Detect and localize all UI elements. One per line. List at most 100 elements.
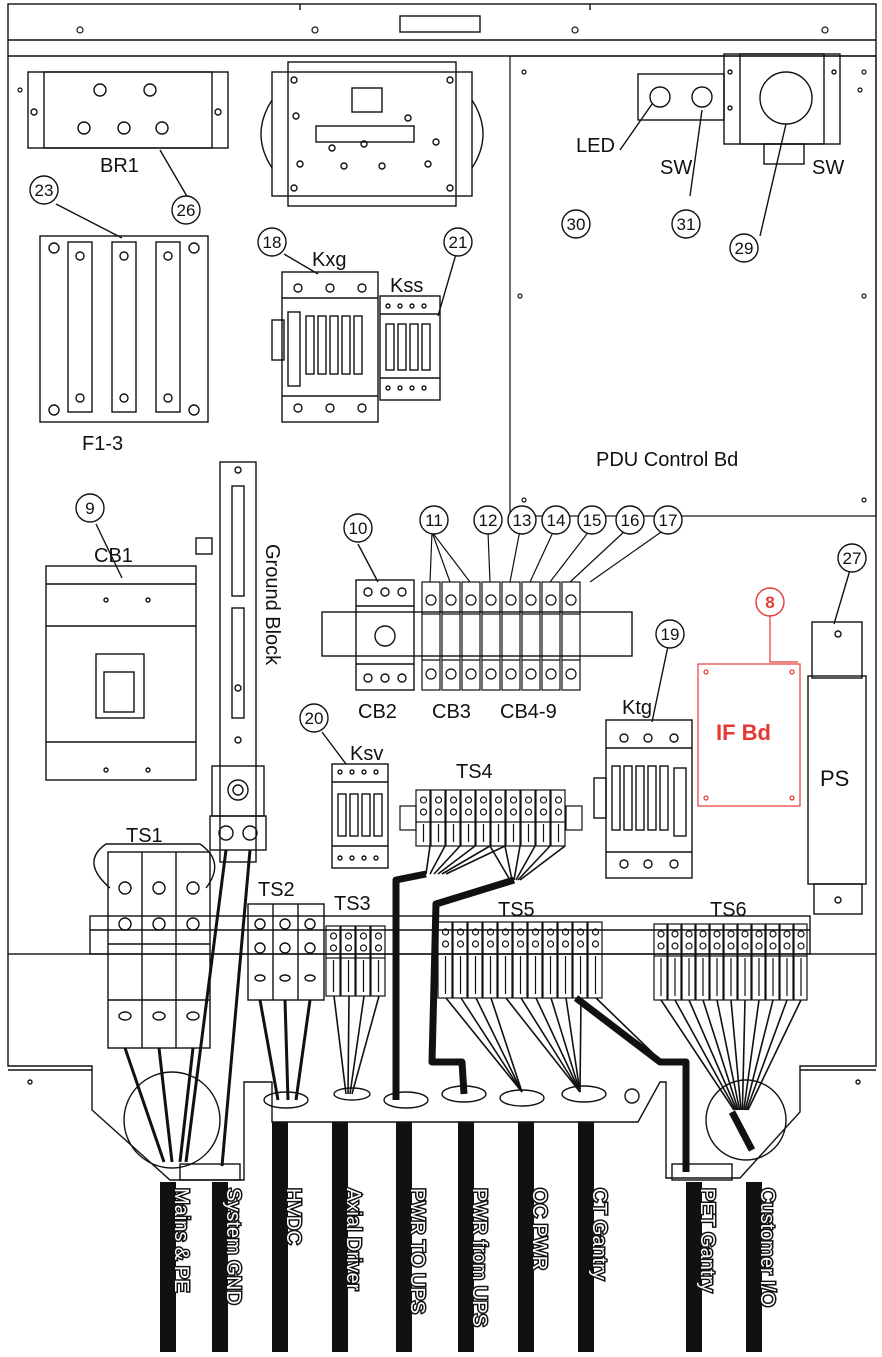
br1-bridge-rectifier: [27, 71, 229, 199]
label-ksv: Ksv: [350, 743, 383, 765]
cable-tail: [212, 1182, 228, 1352]
label-ts5: TS5: [498, 899, 535, 921]
callout-number: 26: [177, 201, 196, 220]
frame-screws: [17, 26, 863, 93]
cable-label: PWR from UPS: [468, 1188, 490, 1327]
kxg-contactor: [271, 253, 379, 423]
ts1-terminal-block: [93, 843, 216, 1049]
callout-number: 13: [513, 511, 532, 530]
callout-circle: [473, 505, 503, 535]
callout-circle: [299, 703, 329, 733]
ts2-terminal-block: [247, 903, 325, 1001]
ksv-relay: [321, 731, 389, 869]
cable-tail: [332, 1122, 348, 1352]
callout-circle: [615, 505, 645, 535]
label-if-bd: IF Bd: [716, 720, 771, 745]
callout-circle: [171, 195, 201, 225]
callout-number: 30: [567, 215, 586, 234]
cable-tail: [686, 1182, 702, 1352]
callout-number: 21: [449, 233, 468, 252]
callout-circle: [507, 505, 537, 535]
callout-number: 19: [661, 625, 680, 644]
gland-plate: [7, 954, 877, 1181]
callout-circle: [837, 543, 867, 573]
cable-label: OC PWR: [528, 1188, 550, 1270]
kss-relay: [379, 253, 457, 401]
thin-wires: [123, 849, 312, 1167]
label-ts6: TS6: [710, 899, 747, 921]
callout-circle: [561, 209, 591, 239]
if-board: [697, 616, 801, 807]
cable-tail: [746, 1182, 762, 1352]
cable-label: HVDC: [282, 1188, 304, 1245]
cable-label: Axial Driver: [342, 1188, 364, 1291]
callout-circle: [653, 505, 683, 535]
callout-number: 27: [843, 549, 862, 568]
heavy-cables: [392, 870, 756, 1172]
label-f1-3: F1-3: [82, 433, 123, 455]
label-pdu-control-bd: PDU Control Bd: [596, 449, 738, 471]
power-supply: [807, 569, 867, 915]
label-cb3: CB3: [432, 701, 471, 723]
callout-number: 31: [677, 215, 696, 234]
label-ts3: TS3: [334, 893, 371, 915]
callout-number: 23: [35, 181, 54, 200]
callout-circle: [419, 505, 449, 535]
callout-number: 18: [263, 233, 282, 252]
callout-number: 12: [479, 511, 498, 530]
label-br1: BR1: [100, 155, 139, 177]
callout-number: 17: [659, 511, 678, 530]
callout-circle: [75, 493, 105, 523]
callout-circle: [729, 233, 759, 263]
ground-block: [209, 461, 267, 863]
label-cb4-9: CB4-9: [500, 701, 557, 723]
label-kss: Kss: [390, 275, 423, 297]
ts3-terminal-strip: [325, 925, 386, 997]
cable-tail: [272, 1122, 288, 1352]
callout-circle: [577, 505, 607, 535]
callout-circle: [29, 175, 59, 205]
cable-tail: [458, 1122, 474, 1352]
ts5-terminal-strip: [437, 921, 603, 999]
callout-circle: [541, 505, 571, 535]
cable-tail: [160, 1182, 176, 1352]
cable-label: Mains & PE: [170, 1188, 192, 1292]
label-ps: PS: [820, 766, 849, 791]
callout-number: 11: [425, 511, 443, 530]
top-transformer: [260, 61, 484, 207]
callout-circle: [443, 227, 473, 257]
component-labels: BR1 F1-3 Kxg Kss LED SW SW PDU Control B…: [82, 135, 849, 921]
label-ground-block: Ground Block: [261, 544, 283, 666]
label-sw1: SW: [660, 157, 692, 179]
callout-number: 9: [85, 499, 94, 518]
callout-circle: [671, 209, 701, 239]
cb-callout-leaders: [429, 529, 665, 583]
ts6-terminal-strip: [653, 923, 808, 1001]
cable-label: PWR TO UPS: [406, 1188, 428, 1314]
callout-number: 15: [583, 511, 602, 530]
cable-label: CT Gantry: [588, 1188, 610, 1280]
cb3-cb4-9-modules: [421, 581, 581, 691]
cable-label: PET Gantry: [696, 1188, 718, 1292]
cb-din-rail: [321, 543, 633, 691]
label-kxg: Kxg: [312, 249, 346, 271]
label-led: LED: [576, 135, 615, 157]
f1-3-fuse-block: [39, 203, 209, 423]
label-ts2: TS2: [258, 879, 295, 901]
ts4-terminal-strip: [399, 789, 583, 847]
label-sw2: SW: [812, 157, 844, 179]
ktg-contactor: [593, 645, 693, 879]
callout-number: 10: [349, 519, 368, 538]
cable-tail: [518, 1122, 534, 1352]
callout-circle: [655, 619, 685, 649]
cable-tail: [396, 1122, 412, 1352]
callout-number: 14: [547, 511, 566, 530]
callout-number: 16: [621, 511, 640, 530]
callout-circle: [755, 587, 785, 617]
label-ts1: TS1: [126, 825, 163, 847]
main-switch: [723, 53, 841, 237]
